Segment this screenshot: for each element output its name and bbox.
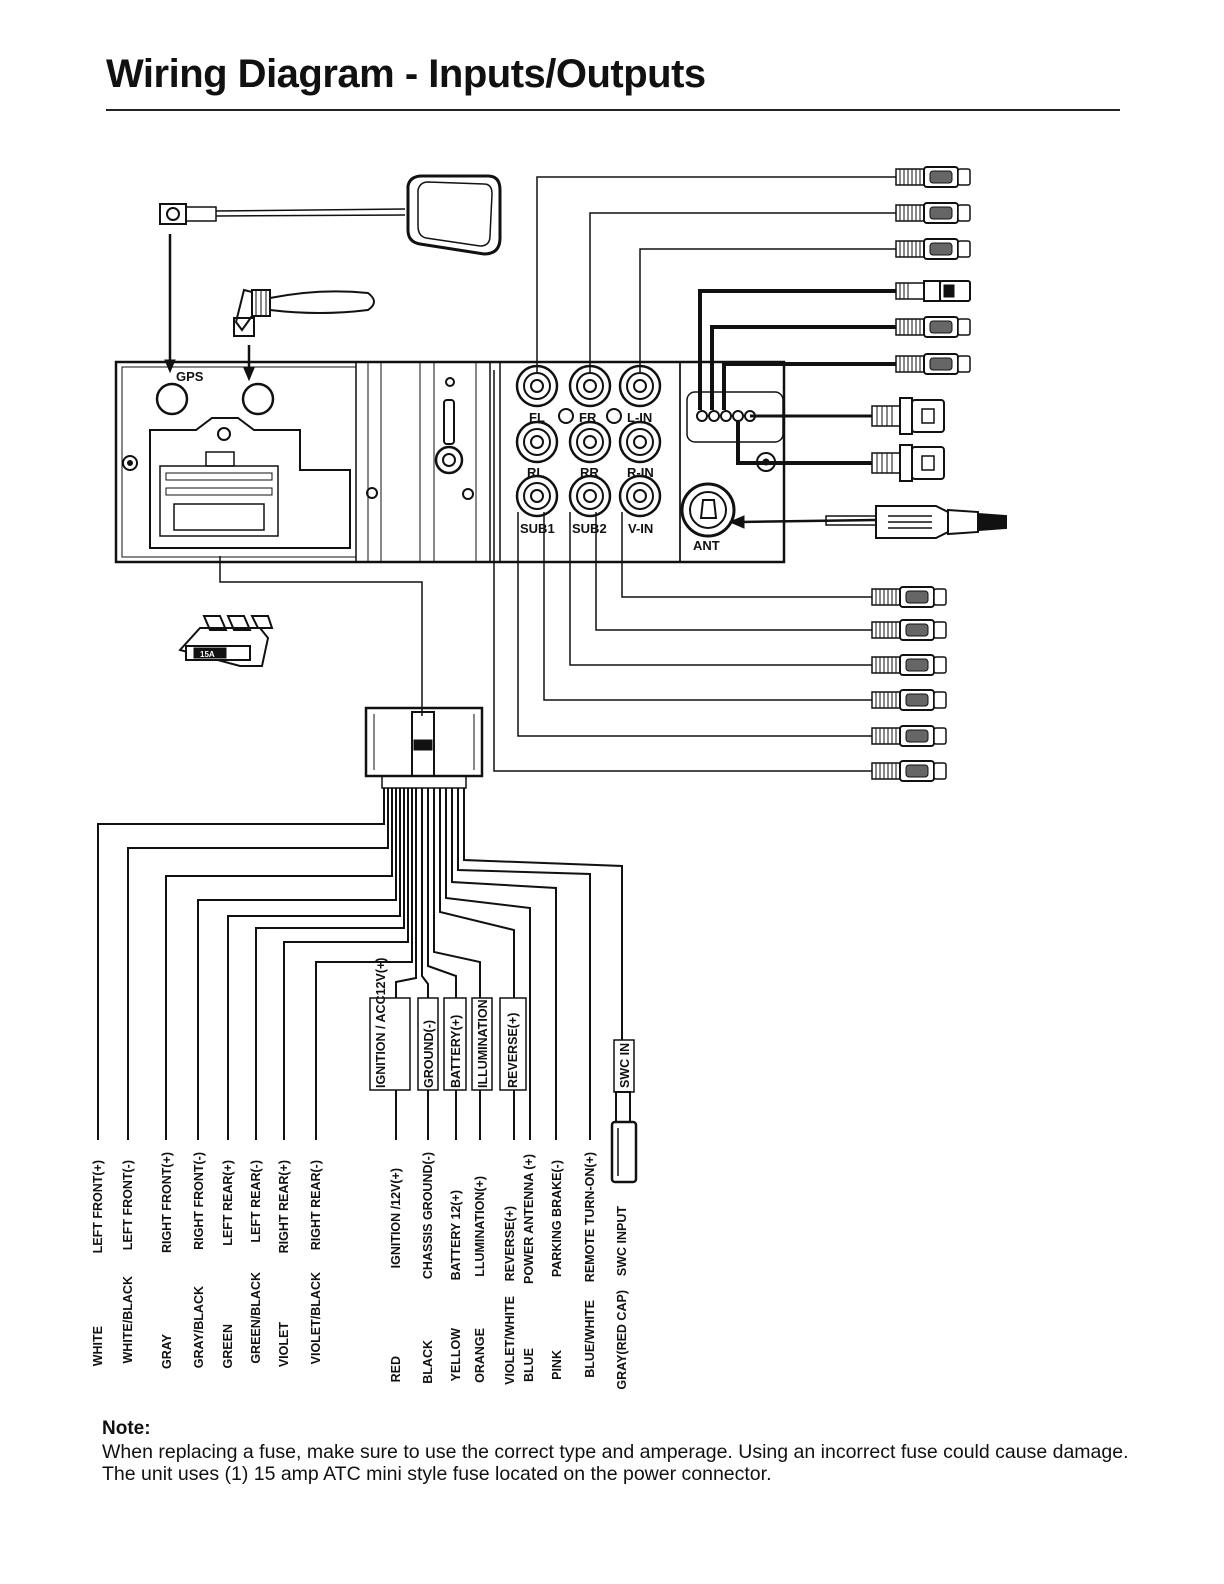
wire-color: BLACK — [421, 1340, 435, 1384]
top-cables — [536, 176, 896, 529]
port-label: L-IN — [627, 410, 652, 425]
wire-function: LEFT REAR(+) — [221, 1160, 235, 1246]
wire-function: LEFT REAR(-) — [249, 1160, 263, 1243]
wire-function: REMOTE TURN-ON(+) — [583, 1152, 597, 1282]
port-label: SUB1 — [520, 521, 555, 536]
ant-label: ANT — [693, 538, 720, 553]
wire-color: GRAY/BLACK — [192, 1286, 206, 1368]
gps-label: GPS — [176, 369, 204, 384]
note-body: When replacing a fuse, make sure to use … — [102, 1441, 1129, 1485]
wire-color: BLUE/WHITE — [583, 1300, 597, 1378]
wire-color: VIOLET/WHITE — [503, 1296, 517, 1385]
wire-color-labels: WHITE WHITE/BLACK GRAY GRAY/BLACK GREEN … — [91, 1272, 629, 1390]
wire-function: IGNITION /12V(+) — [389, 1168, 403, 1268]
bottom-cables — [493, 370, 872, 772]
harness-connector — [219, 556, 484, 789]
rca-connectors-bottom — [871, 586, 947, 782]
wire-function: RIGHT REAR(-) — [309, 1160, 323, 1250]
wire-function: REVERSE(+) — [503, 1206, 517, 1281]
wire-function: RIGHT REAR(+) — [277, 1160, 291, 1253]
wire-color: PINK — [550, 1350, 564, 1380]
wire-color: YELLOW — [449, 1328, 463, 1382]
harness-box-battery: BATTERY(+) — [449, 1015, 463, 1088]
harness-box-ground: GROUND(-) — [422, 1020, 436, 1088]
wire-color: VIOLET — [277, 1322, 291, 1368]
wire-function: LEFT FRONT(+) — [91, 1160, 105, 1253]
rca-connectors-top — [895, 166, 971, 375]
wire-function: POWER ANTENNA (+) — [522, 1154, 536, 1284]
wire-function: RIGHT FRONT(+) — [160, 1152, 174, 1253]
note-heading: Note: — [102, 1418, 151, 1439]
wire-color: GRAY(RED CAP) — [615, 1290, 629, 1390]
wire-function-labels: LEFT FRONT(+) LEFT FRONT(-) RIGHT FRONT(… — [91, 1152, 629, 1284]
wire-color: ORANGE — [473, 1328, 487, 1383]
harness-wires — [97, 788, 623, 1140]
harness-label-boxes — [369, 997, 635, 1093]
harness-box-illumination: ILLUMINATION — [476, 999, 490, 1088]
wire-color: GRAY — [160, 1333, 174, 1369]
head-unit — [114, 360, 786, 564]
wire-function: LLUMINATION(+) — [473, 1176, 487, 1277]
wire-color: BLUE — [522, 1348, 536, 1382]
wire-color: GREEN — [221, 1324, 235, 1368]
title-divider — [106, 109, 1120, 111]
port-label: SUB2 — [572, 521, 607, 536]
wire-function: BATTERY 12(+) — [449, 1190, 463, 1280]
stick-antenna — [233, 288, 375, 382]
am-fm-antenna-plug — [825, 505, 1007, 539]
rca-jack-grid — [515, 364, 662, 518]
harness-box-swc: SWC IN — [618, 1043, 632, 1088]
wire-function: PARKING BRAKE(-) — [550, 1160, 564, 1277]
port-label: RR — [580, 465, 599, 480]
page-title: Wiring Diagram - Inputs/Outputs — [106, 52, 706, 96]
wire-function: LEFT FRONT(-) — [121, 1160, 135, 1250]
wire-function: CHASSIS GROUND(-) — [421, 1152, 435, 1279]
wire-color: GREEN/BLACK — [249, 1272, 263, 1364]
harness-box-ignition: IGNITION / ACC12V(+) — [374, 958, 388, 1088]
gps-antenna-module — [159, 174, 502, 374]
swc-input-plug — [610, 1091, 638, 1184]
port-label: V-IN — [628, 521, 653, 536]
wire-color: WHITE — [91, 1326, 105, 1366]
wire-color: RED — [389, 1356, 403, 1382]
port-label: FL — [529, 410, 545, 425]
harness-box-reverse: REVERSE(+) — [506, 1013, 520, 1088]
wire-function: RIGHT FRONT(-) — [192, 1152, 206, 1250]
wire-color: WHITE/BLACK — [121, 1276, 135, 1364]
port-label: RL — [527, 465, 544, 480]
fuse-icon — [178, 615, 274, 667]
wire-function: SWC INPUT — [615, 1206, 629, 1277]
wire-color: VIOLET/BLACK — [309, 1272, 323, 1364]
usb-connectors — [871, 397, 945, 482]
fuse-rating-label: 15A — [200, 650, 215, 659]
port-label: R-IN — [627, 465, 654, 480]
port-label: FR — [579, 410, 597, 425]
